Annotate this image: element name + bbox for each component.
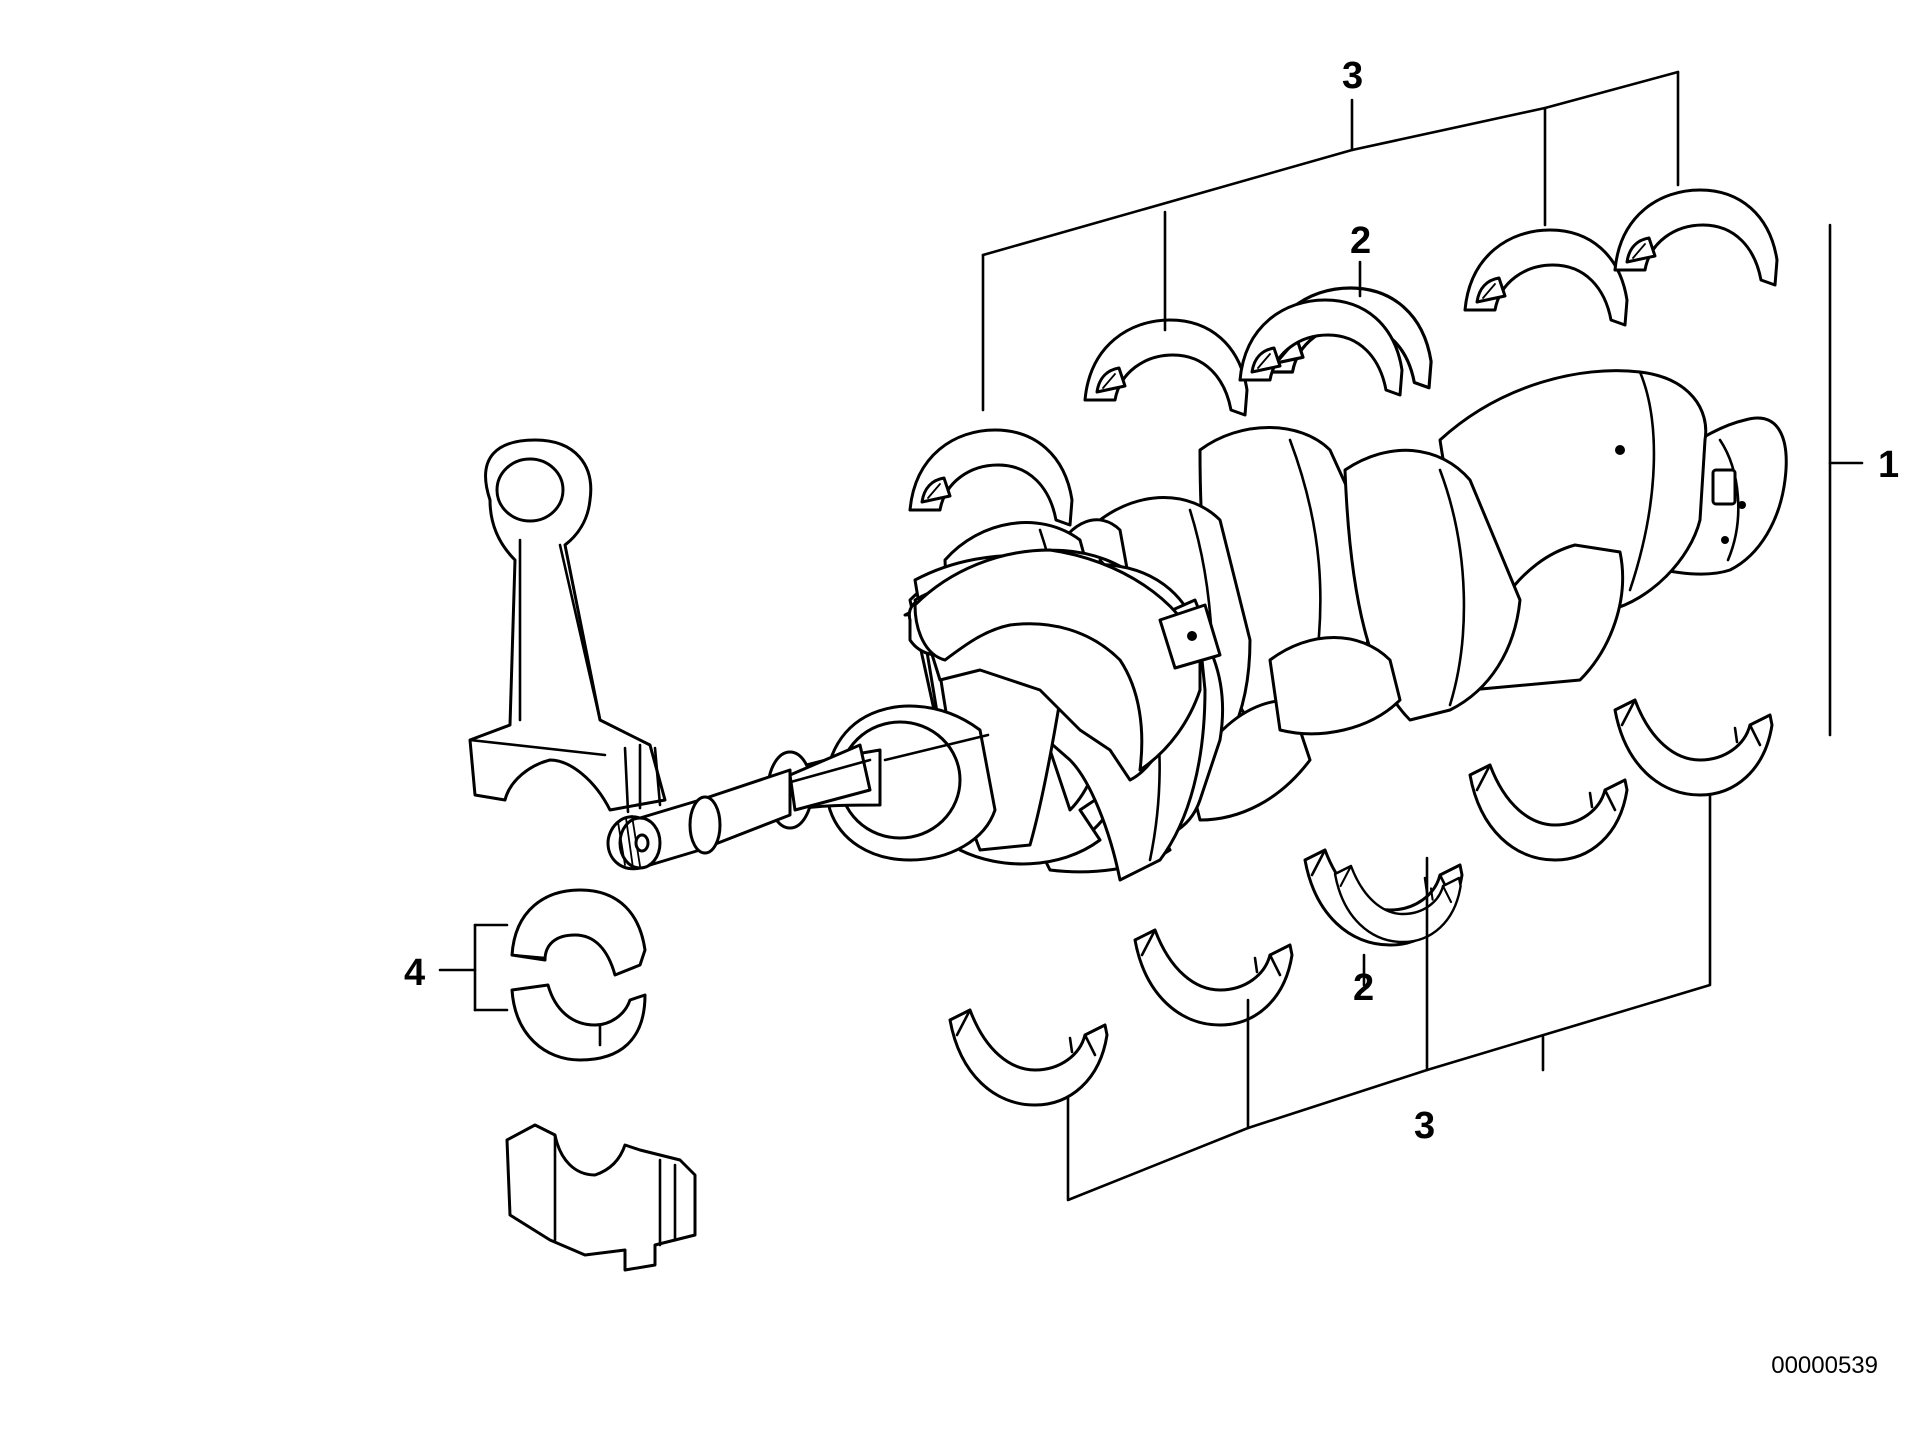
conrod-bearing-shell-upper <box>510 888 647 977</box>
main-bearing-shell-upper <box>1083 318 1249 417</box>
main-bearing-shell-lower <box>1468 763 1629 862</box>
callout-main-bearings-upper: 3 <box>1342 55 1363 97</box>
connecting-rod <box>468 438 667 814</box>
callout-thrust-bearing-upper: 2 <box>1350 220 1371 262</box>
leader-lines <box>438 70 1864 1202</box>
thrust-bearing-shell-upper <box>1238 286 1433 397</box>
thrust-bearing-shell-lower <box>1303 848 1464 947</box>
connecting-rod-cap <box>505 1123 697 1272</box>
main-bearing-shell-upper <box>1613 188 1779 287</box>
main-bearing-shell-upper <box>1463 228 1629 327</box>
main-bearing-shell-lower <box>1613 698 1774 797</box>
callout-main-bearings-lower: 3 <box>1414 1105 1435 1147</box>
callout-thrust-bearing-lower: 2 <box>1353 967 1374 1009</box>
front-counterweight <box>913 548 1222 772</box>
callout-crankshaft: 1 <box>1878 444 1899 486</box>
drawing-number: 00000539 <box>1771 1352 1878 1379</box>
main-bearing-shell-lower <box>948 1008 1109 1107</box>
main-bearing-shell-lower <box>1133 928 1294 1027</box>
conrod-bearing-shell-lower <box>510 983 647 1062</box>
callout-conrod-bearing-set: 4 <box>404 952 425 994</box>
main-bearing-shell-upper <box>908 428 1074 527</box>
